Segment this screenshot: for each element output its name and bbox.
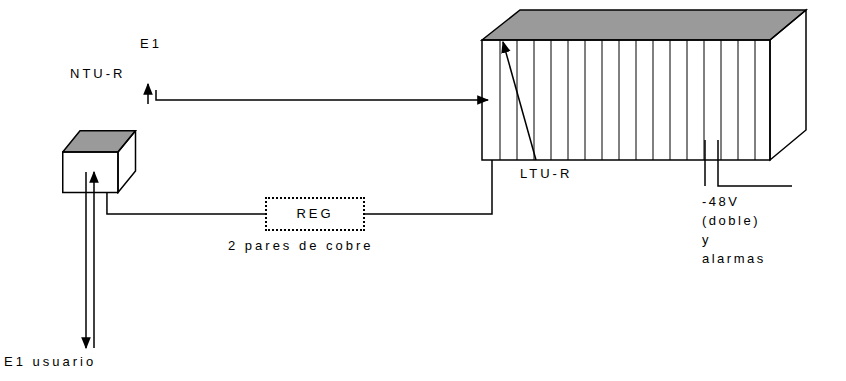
e1-out-arrow <box>147 84 149 104</box>
rack-side <box>770 10 806 160</box>
card-slot <box>585 40 586 160</box>
card-slot <box>517 40 518 160</box>
card-slot <box>687 40 688 160</box>
box-top <box>63 131 136 152</box>
e1-user-up-arrow <box>93 172 95 348</box>
copper-pair-line <box>107 193 265 215</box>
terminal-unit: NTU-R <box>62 62 137 194</box>
card-slot <box>738 40 739 160</box>
text-label: 2 pares de cobre <box>228 238 374 254</box>
card-slot <box>755 40 756 160</box>
text-label: -48V (doble) y alarmas <box>702 192 772 268</box>
card-slot <box>551 40 552 160</box>
box-front <box>63 152 118 193</box>
text-label: E1 <box>140 36 162 52</box>
copper-pair-line <box>365 160 492 214</box>
card-slot <box>619 40 620 160</box>
card-slot <box>534 40 535 160</box>
card-slot <box>568 40 569 160</box>
regenerator-box: REG <box>265 197 365 231</box>
box-outline <box>62 130 137 194</box>
card-slot <box>602 40 603 160</box>
text-label: E1 usuario <box>4 354 96 370</box>
callout-label: LTU-R <box>520 166 572 182</box>
e1-user-down-arrow <box>85 172 87 348</box>
node-label: NTU-R <box>70 66 145 82</box>
rack-front <box>482 40 770 160</box>
card-slot <box>704 40 705 160</box>
e1-in-arrow <box>156 90 488 100</box>
card-slot <box>500 40 501 160</box>
card-slot <box>670 40 671 160</box>
card-slot <box>636 40 637 160</box>
card-slot <box>721 40 722 160</box>
leader-line <box>503 42 536 160</box>
card-slot <box>653 40 654 160</box>
equipment-rack: LTU-R <box>480 8 810 198</box>
rack-outline <box>480 8 810 164</box>
node-label: REG <box>296 206 333 222</box>
rack-top <box>482 10 806 40</box>
box-side <box>118 131 136 193</box>
